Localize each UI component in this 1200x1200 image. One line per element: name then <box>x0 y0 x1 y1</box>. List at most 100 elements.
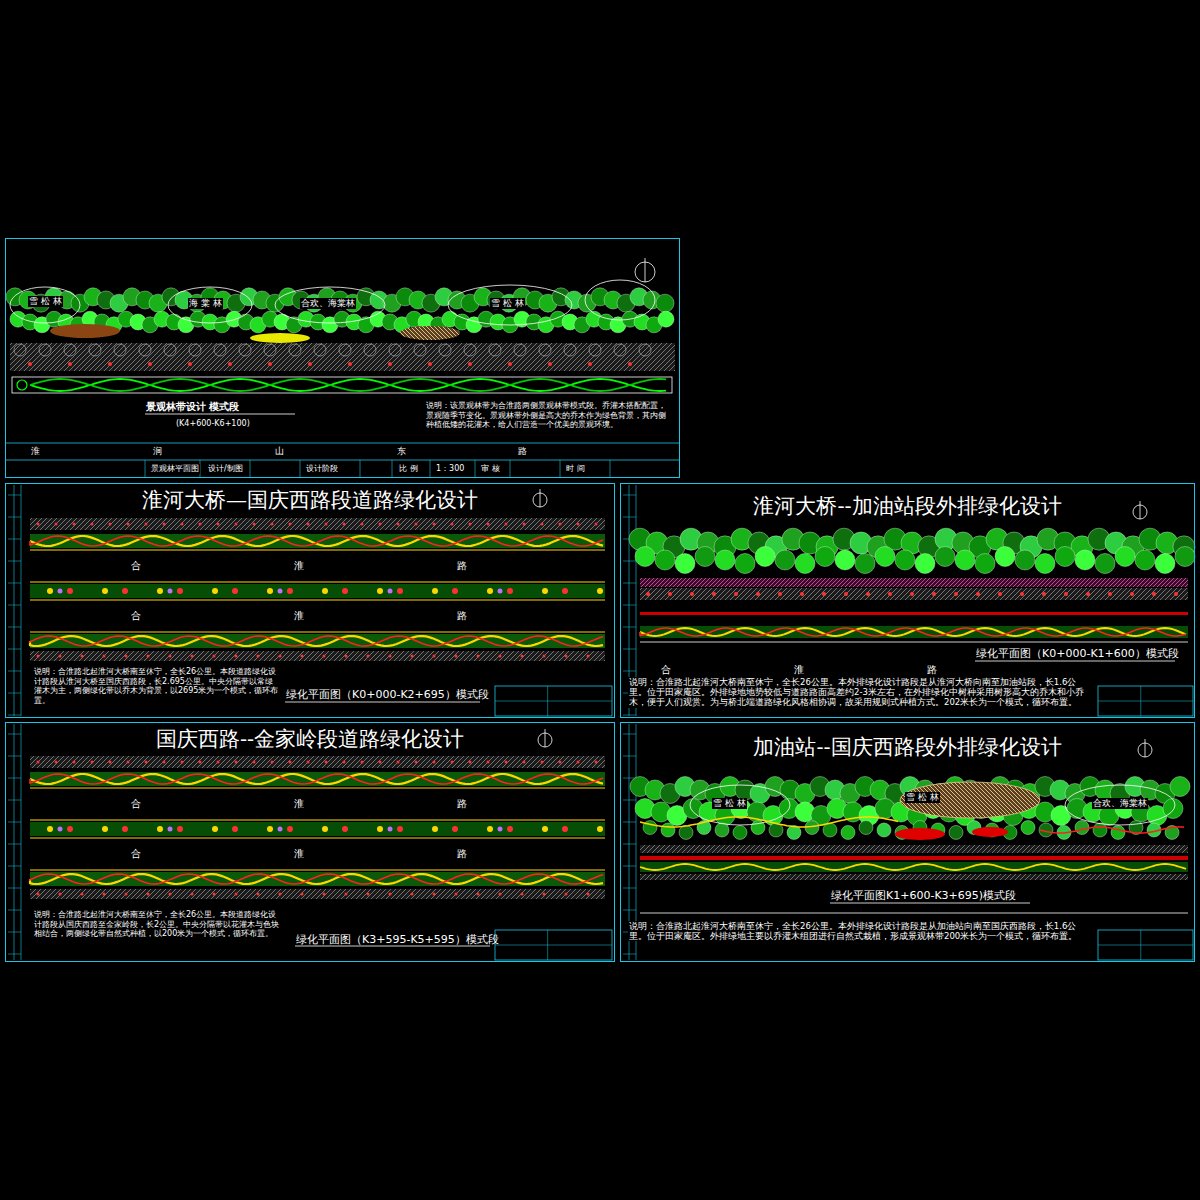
flower-symbol <box>177 588 183 594</box>
flower-symbol <box>323 893 326 896</box>
plan-line <box>645 258 646 282</box>
plan-line <box>623 605 636 606</box>
plan-line <box>30 631 605 632</box>
flower-symbol <box>543 655 546 658</box>
flower-symbol <box>91 523 94 526</box>
plan-line <box>495 945 612 946</box>
tree-symbol <box>1021 821 1035 835</box>
plan-label: 1：300 <box>435 464 465 474</box>
shrub-symbol <box>214 344 226 356</box>
plan-line <box>21 485 22 716</box>
sheet-title: 景观林带设计 模式段 <box>146 401 239 413</box>
flower-symbol <box>542 826 548 832</box>
design-note: 说明：合淮路北起淮河大桥南至休宁，全长26公里。本外排绿化设计路段是从淮河大桥向… <box>628 677 1092 708</box>
plan-line <box>510 460 511 477</box>
flower-symbol <box>954 592 958 596</box>
plan-subtitle: 绿化平面图（K0+000-K2+695）模式段 <box>286 688 489 701</box>
plan-line <box>30 837 605 838</box>
flower-symbol <box>253 523 256 526</box>
flower-symbol <box>58 589 63 594</box>
flower-symbol <box>235 655 238 658</box>
shrub-symbol <box>414 344 426 356</box>
flower-symbol <box>397 523 400 526</box>
tree-symbol <box>1095 554 1115 574</box>
tree-symbol <box>1115 547 1135 567</box>
flower-symbol <box>343 761 346 764</box>
flower-symbol <box>257 893 260 896</box>
flower-symbol <box>213 893 216 896</box>
flower-symbol <box>910 592 914 596</box>
plan-line <box>30 599 605 600</box>
plan-line <box>623 844 636 845</box>
flower-symbol <box>67 826 73 832</box>
zone-outline <box>690 785 790 825</box>
planting-strip <box>30 772 605 786</box>
flower-symbol <box>342 588 348 594</box>
shrub-symbol <box>239 344 251 356</box>
flower-symbol <box>469 761 472 764</box>
shrub-symbol <box>139 344 151 356</box>
flower-symbol <box>289 523 292 526</box>
tree-symbol <box>658 311 674 327</box>
planting-wave <box>30 536 603 546</box>
flower-symbol <box>199 761 202 764</box>
flower-symbol <box>559 761 562 764</box>
flower-symbol <box>301 655 304 658</box>
tree-symbol <box>695 547 715 567</box>
planting-strip <box>30 518 605 530</box>
flower-symbol <box>268 362 272 366</box>
shrub-symbol <box>39 344 51 356</box>
plan-line <box>1098 945 1193 946</box>
flower-symbol <box>432 588 438 594</box>
planting-strip <box>30 634 605 648</box>
planting-strip <box>640 626 1188 638</box>
tree-symbol <box>1170 777 1190 797</box>
plan-line <box>8 800 21 801</box>
flower-symbol <box>397 588 403 594</box>
planting-strip <box>640 588 1188 600</box>
plan-line <box>623 910 636 911</box>
flower-symbol <box>523 523 526 526</box>
plan-line <box>640 642 1188 643</box>
flower-symbol <box>822 592 826 596</box>
flower-symbol <box>543 893 546 896</box>
flower-symbol <box>587 893 590 896</box>
flower-symbol <box>148 362 152 366</box>
planting-wave <box>30 774 603 784</box>
flower-symbol <box>451 523 454 526</box>
plan-subtitle: (K4+600-K6+100) <box>176 419 250 429</box>
plan-label: 合 淮 路 <box>130 610 468 622</box>
flower-symbol <box>389 655 392 658</box>
shrub-symbol <box>264 344 276 356</box>
plan-label: 设计阶段 <box>305 464 339 474</box>
flower-symbol <box>565 655 568 658</box>
flower-symbol <box>1086 592 1090 596</box>
design-note: 说明：合淮路北起淮河大桥南至休宁，全长26公里。本段道路绿化设计路段从淮河大桥至… <box>33 667 280 705</box>
title-block <box>495 686 612 716</box>
sheet-title: 加油站--国庆西路段外排绿化设计 <box>621 735 1194 760</box>
plan-line <box>30 549 605 550</box>
sheet-title: 淮河大桥—国庆西路段道路绿化设计 <box>6 488 614 513</box>
flower-symbol <box>213 655 216 658</box>
flower-symbol <box>235 523 238 526</box>
flower-symbol <box>361 523 364 526</box>
plan-line <box>5 460 680 461</box>
plan-line <box>30 819 605 820</box>
flower-symbol <box>287 588 293 594</box>
title-block <box>1098 686 1193 716</box>
plan-label: 合欢、海棠林 <box>300 298 356 309</box>
plan-line <box>250 460 251 477</box>
tree-symbol <box>815 547 835 567</box>
flower-symbol <box>322 588 328 594</box>
plan-line <box>8 693 21 694</box>
plan-label: 合 淮 路 <box>130 560 468 572</box>
tree-symbol <box>877 823 891 837</box>
plan-line <box>623 649 636 650</box>
flower-symbol <box>433 655 436 658</box>
flower-symbol <box>108 362 112 366</box>
flower-symbol <box>1020 592 1024 596</box>
flower-symbol <box>279 655 282 658</box>
flower-symbol <box>468 362 472 366</box>
shrub-symbol <box>17 380 27 390</box>
